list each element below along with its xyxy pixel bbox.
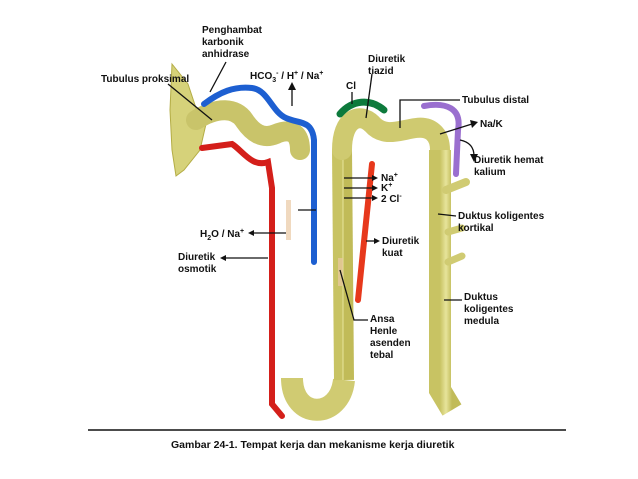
cl2-text: 2 Cl xyxy=(381,194,400,205)
distal-tubule xyxy=(332,108,450,160)
penghambat-line-1: Penghambat xyxy=(202,25,263,36)
collecting-duct xyxy=(429,150,462,416)
medula-line-1: Duktus xyxy=(464,292,498,303)
ansa-leader xyxy=(339,269,368,321)
na-arrowhead xyxy=(372,175,378,181)
henle-loop xyxy=(281,377,355,421)
hco3-sub: 3 xyxy=(272,77,276,84)
purple-potassium-band xyxy=(421,101,462,177)
duct-branch-3 xyxy=(444,252,466,266)
hemat-line-1: Diuretik hemat xyxy=(474,155,544,166)
h2o-part-1: H xyxy=(200,229,207,240)
label-diuretik-tiazid: Diuretik tiazid xyxy=(368,54,408,77)
h2o-sup: + xyxy=(240,228,244,235)
figure-caption: Gambar 24-1. Tempat kerja dan mekanisme … xyxy=(171,439,455,451)
penghambat-line-3: anhidrase xyxy=(202,49,250,60)
k-text: K xyxy=(381,183,389,194)
ansa-line-3: asenden xyxy=(370,338,411,349)
h2o-arrowhead xyxy=(248,230,254,236)
kuat-line-1: Diuretik xyxy=(382,236,420,247)
label-k-plus: K+ xyxy=(381,182,392,194)
hemat-arrowhead xyxy=(470,154,478,162)
label-na-plus: Na+ xyxy=(381,172,398,184)
kuat-line-2: kuat xyxy=(382,248,403,259)
blue-inhibitor-band xyxy=(201,84,317,265)
kuat-arrowhead xyxy=(374,238,380,244)
hco3-sup-minus: - xyxy=(276,70,279,77)
label-2cl: 2 Cl- xyxy=(381,193,402,205)
cl2-sup: - xyxy=(399,193,402,200)
label-na-k: Na/K xyxy=(480,119,504,130)
tiazid-line-2: tiazid xyxy=(368,66,394,77)
label-penghambat: Penghambat karbonik anhidrase xyxy=(202,25,265,60)
hemat-line-2: kalium xyxy=(474,167,506,178)
penghambat-leader xyxy=(209,61,227,93)
label-diuretik-osmotik: Diuretik osmotik xyxy=(178,252,218,275)
hco3-part-3: / Na xyxy=(298,71,320,82)
tiazid-line-1: Diuretik xyxy=(368,54,406,65)
distal-leader xyxy=(399,99,460,128)
label-cl: Cl xyxy=(346,81,356,92)
label-duktus-kortikal: Duktus koligentes kortikal xyxy=(458,211,547,234)
cl-arrowhead xyxy=(372,195,378,201)
h2o-part-2: O / Na xyxy=(211,229,240,240)
hco3-part-2: / H xyxy=(278,71,294,82)
na-text: Na xyxy=(381,173,394,184)
red-osmotic-band xyxy=(199,140,285,419)
osmotik-line-1: Diuretik xyxy=(178,252,216,263)
red-loop-band xyxy=(355,161,375,303)
label-h2o-na: H2O / Na+ xyxy=(200,228,244,242)
osmotik-line-2: osmotik xyxy=(178,264,217,275)
label-tubulus-proksimal: Tubulus proksimal xyxy=(101,74,189,85)
hemat-arrow-line xyxy=(459,139,475,157)
medula-line-2: koligentes xyxy=(464,304,514,315)
nak-arrow-line xyxy=(439,123,473,135)
leader-lines xyxy=(167,61,478,321)
kortikal-leader xyxy=(437,213,457,217)
duct-branch-1 xyxy=(442,178,470,194)
hco3-sup-plus-2: + xyxy=(319,70,323,77)
hco3-part-1: HCO xyxy=(250,71,272,82)
ansa-line-1: Ansa xyxy=(370,314,395,325)
label-ansa-henle: Ansa Henle asenden tebal xyxy=(370,314,413,361)
duct-branch-2 xyxy=(444,224,466,236)
nak-arrowhead xyxy=(470,120,478,128)
label-hco3-h-na: HCO3- / H+ / Na+ xyxy=(250,70,323,84)
proksimal-leader xyxy=(167,83,213,121)
h2o-sub: 2 xyxy=(207,235,211,242)
kortikal-line-1: Duktus koligentes xyxy=(458,211,545,222)
ansa-line-2: Henle xyxy=(370,326,398,337)
k-arrowhead xyxy=(372,185,378,191)
proximal-tubule xyxy=(186,100,310,160)
k-sup: + xyxy=(388,182,392,189)
label-duktus-medula: Duktus koligentes medula xyxy=(464,292,516,327)
label-diuretik-hemat-kalium: Diuretik hemat kalium xyxy=(474,155,546,178)
ansa-line-4: tebal xyxy=(370,350,394,361)
na-sup: + xyxy=(394,172,398,179)
nephron-tubule xyxy=(169,62,470,421)
hco3-arrowhead xyxy=(288,82,296,90)
label-tubulus-distal: Tubulus distal xyxy=(462,95,529,106)
penghambat-line-2: karbonik xyxy=(202,37,244,48)
kortikal-line-2: kortikal xyxy=(458,223,494,234)
label-diuretik-kuat: Diuretik kuat xyxy=(382,236,422,259)
medula-line-3: medula xyxy=(464,316,499,327)
osmotik-arrowhead xyxy=(220,255,226,261)
tiazid-leader xyxy=(365,73,373,119)
green-thiazide-band xyxy=(336,98,388,118)
descending-highlight xyxy=(286,200,291,240)
hco3-sup-plus: + xyxy=(294,70,298,77)
